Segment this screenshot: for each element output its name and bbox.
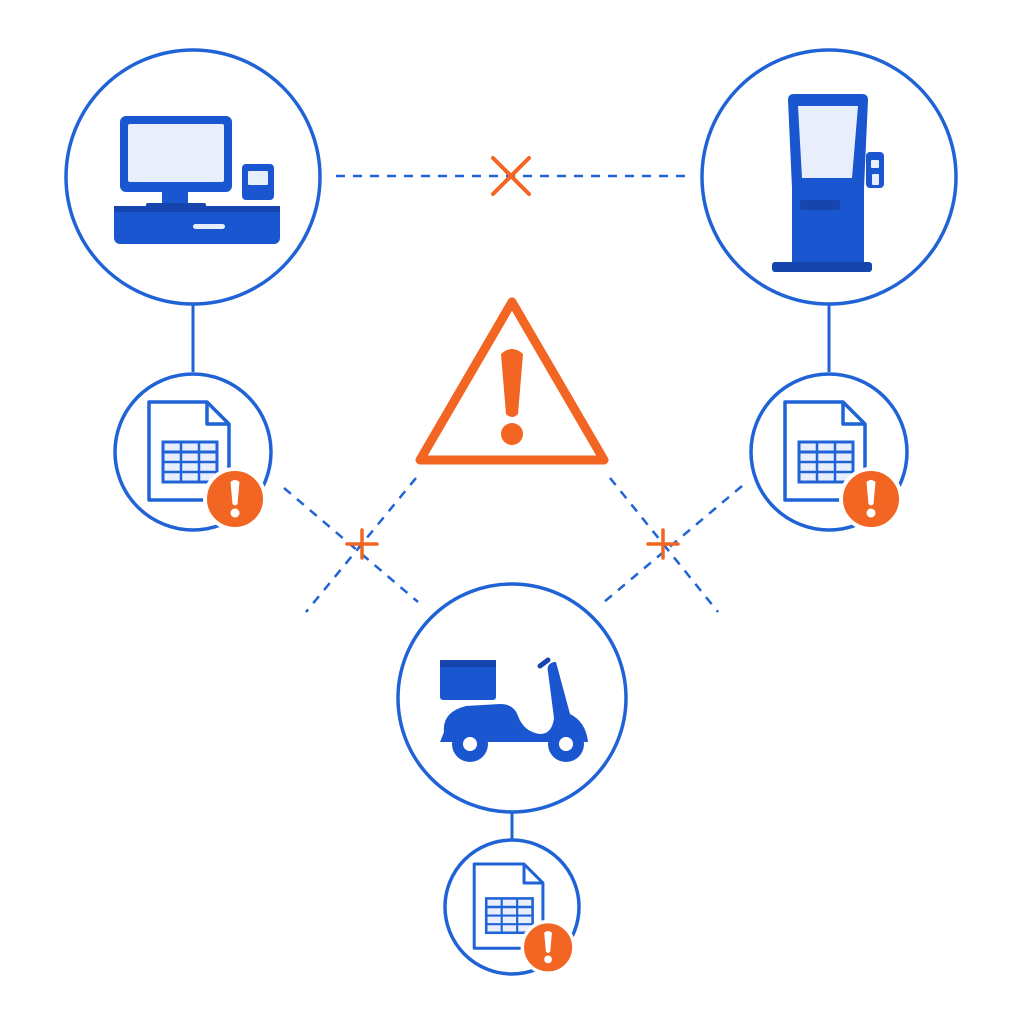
scooter-icon xyxy=(440,657,588,762)
broken-link-x-icon xyxy=(345,528,379,560)
error-badge-icon xyxy=(203,467,267,531)
link-pos-to-kiosk xyxy=(336,156,686,196)
spreadsheet-file-icon xyxy=(783,400,867,502)
data-file-node-delivery-scooter xyxy=(443,838,581,976)
spreadsheet-file-icon xyxy=(147,400,231,502)
broken-link-x-icon xyxy=(646,528,680,560)
error-badge-icon xyxy=(839,467,903,531)
warning-triangle-icon xyxy=(415,297,609,465)
data-file-node-pos-terminal xyxy=(113,372,273,532)
link-pos-to-scooter xyxy=(283,477,419,613)
node-delivery-scooter xyxy=(396,582,628,814)
data-file-node-self-service-kiosk xyxy=(749,372,909,532)
pos-terminal-icon xyxy=(114,116,280,244)
stem-connectors xyxy=(191,304,831,840)
spreadsheet-file-icon xyxy=(472,862,545,950)
node-pos-terminal xyxy=(64,48,322,306)
broken-link-x-icon xyxy=(491,156,531,196)
link-kiosk-to-scooter xyxy=(603,477,743,613)
error-badge-icon xyxy=(520,919,576,975)
kiosk-icon xyxy=(772,94,884,272)
node-self-service-kiosk xyxy=(700,48,958,306)
